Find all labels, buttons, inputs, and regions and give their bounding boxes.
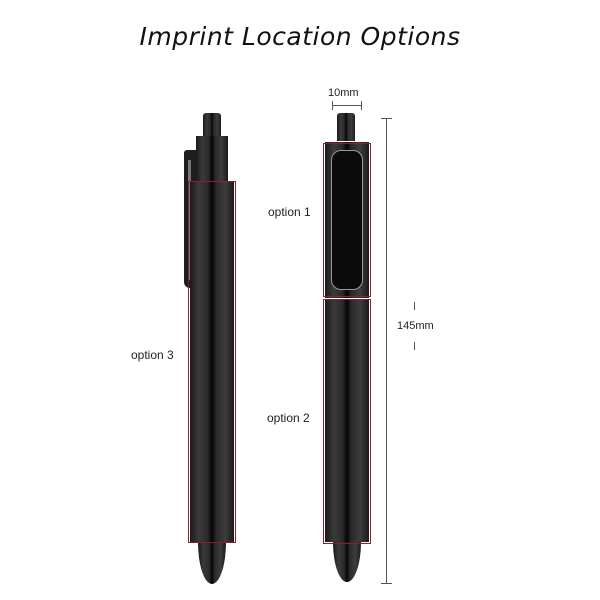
width-dimension-label: 10mm xyxy=(328,87,359,99)
option-3-label: option 3 xyxy=(131,348,174,362)
arrow-up-icon xyxy=(381,118,392,119)
imprint-zone-option-3[interactable] xyxy=(188,181,236,543)
option-2-label: option 2 xyxy=(267,411,310,425)
page-title: Imprint Location Options xyxy=(139,22,461,51)
pen-barrel xyxy=(325,299,369,542)
pen-tip xyxy=(198,542,226,584)
length-dimension-line xyxy=(386,118,387,584)
imprint-zone-option-2[interactable] xyxy=(323,299,371,544)
imprint-zone-option-1[interactable] xyxy=(323,143,371,297)
length-dimension-label: 145mm xyxy=(397,320,434,332)
pen-button xyxy=(337,113,355,141)
pen-upper-barrel xyxy=(196,136,228,182)
pen-barrel xyxy=(190,182,234,542)
arrow-down-icon xyxy=(381,583,392,584)
width-dimension-line xyxy=(332,105,362,106)
pen-button xyxy=(203,113,221,137)
pen-tip xyxy=(333,542,361,582)
option-1-label: option 1 xyxy=(268,205,311,219)
